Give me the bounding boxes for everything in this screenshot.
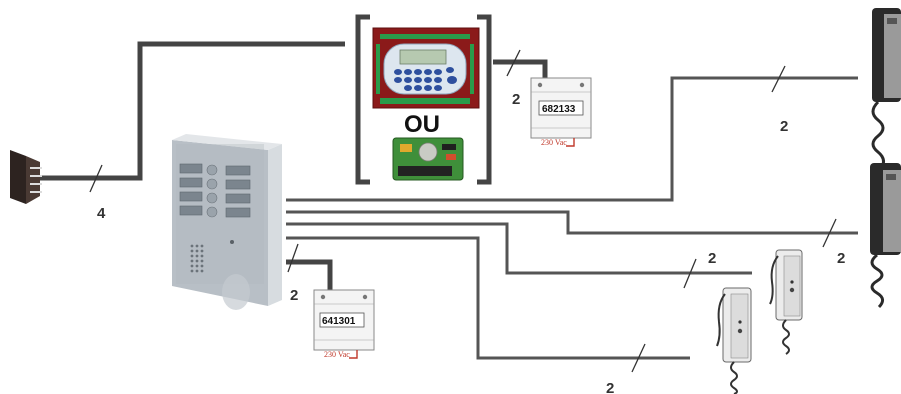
wire-ticks	[89, 49, 837, 373]
panel-keys	[206, 164, 218, 218]
label-wire-module-top: 2	[512, 91, 520, 108]
module-bottom-power: 230 Vac	[324, 350, 350, 359]
door-entry-panel	[172, 134, 282, 310]
tick-handset-small-2	[631, 343, 646, 373]
handset-small-1	[769, 249, 803, 355]
tick-module-top	[506, 49, 521, 77]
label-wire-module-bottom: 2	[290, 287, 298, 304]
handset-wires	[286, 76, 858, 360]
tick-handset-mid	[822, 218, 837, 248]
wire-handset-top	[286, 76, 858, 202]
tick-bus	[89, 164, 103, 193]
module-bottom-ref: 641301	[322, 316, 356, 327]
power-module-bottom: 641301 230 Vac	[313, 289, 375, 359]
alternative-board	[392, 137, 464, 181]
label-wire-handset-small-1: 2	[708, 250, 716, 267]
tick-handset-small-1	[683, 258, 697, 289]
label-wire-left: 4	[97, 205, 106, 222]
label-wire-handset-small-2: 2	[606, 380, 614, 394]
wires	[40, 41, 548, 292]
label-wire-handset-mid: 2	[837, 250, 845, 267]
label-wire-handset-top: 2	[780, 118, 788, 135]
option-bracket	[355, 14, 492, 185]
label-ou: OU	[404, 111, 440, 138]
wire-handset-small-1	[286, 222, 752, 275]
wire-bus-4	[40, 41, 345, 181]
panel-button-grid	[179, 163, 251, 218]
wire-handset-small-2	[286, 236, 690, 360]
wall-connector	[10, 150, 42, 204]
handset-large-mid	[870, 163, 901, 309]
wire-panel-to-module-bottom	[286, 259, 333, 292]
panel-led	[230, 240, 234, 244]
tick-module-bottom	[287, 243, 299, 273]
wire-controller-to-module-top	[493, 59, 548, 82]
handset-small-2	[716, 287, 752, 394]
panel-lens	[222, 274, 250, 310]
module-top-power: 230 Vac	[541, 138, 567, 147]
controller-board	[372, 27, 480, 109]
panel-speaker-grille	[190, 244, 204, 273]
handset-large-top	[871, 8, 901, 171]
module-top-ref: 682133	[542, 104, 576, 115]
power-module-top: 682133 230 Vac	[530, 77, 592, 147]
wire-handset-mid	[286, 210, 858, 235]
tick-handset-top	[771, 65, 786, 93]
